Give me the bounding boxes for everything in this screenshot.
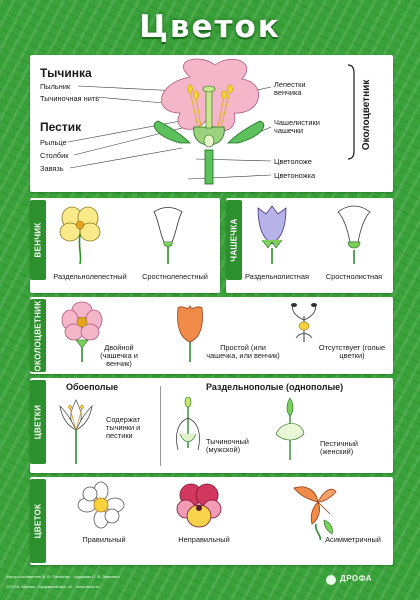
flower-structure-diagram — [67, 58, 355, 185]
corolla-separate-illustration — [59, 206, 101, 265]
footer-credits: Автор-составитель В. В. Пасечник · Худож… — [6, 574, 120, 579]
corolla-card — [30, 198, 220, 293]
label-pistillate: Пестичный (женский) — [320, 439, 359, 456]
label-ovary: Завязь — [40, 164, 64, 173]
irregular-flower-illustration — [176, 483, 222, 528]
tab-sex-label: ЦВЕТКИ — [33, 404, 43, 440]
publisher-logo: ДРОФА — [326, 574, 376, 588]
label-perianth-simple: Простой (или чашечка, или венчик) — [206, 343, 280, 360]
label-perianth-double: Двойной (чашечка и венчик) — [100, 343, 138, 368]
tab-corolla: ВЕНЧИК — [30, 200, 46, 280]
tab-corolla-label: ВЕНЧИК — [33, 222, 43, 258]
perianth-absent-illustration — [291, 303, 317, 342]
label-irregular: Неправильный — [178, 535, 230, 544]
label-perianth-absent: Отсутствует (голые цветки) — [318, 343, 386, 360]
label-calyx-separate: Раздельнолистная — [244, 272, 310, 281]
staminate-flower-illustration — [176, 396, 200, 451]
structure-card: Тычинка Пыльник Тычиночная нить Пестик Р… — [30, 55, 393, 192]
label-pedicel: Цветоножка — [274, 171, 316, 180]
label-corolla-separate: Раздельнолепестный — [53, 272, 127, 281]
label-stigma: Рыльце — [40, 138, 67, 147]
bisexual-flower-illustration — [59, 399, 93, 464]
footer-address: 127018, Москва, Сущевский вал, 49 · www.… — [6, 584, 100, 589]
label-regular: Правильный — [82, 535, 126, 544]
tab-perianth-label: ОКОЛОЦВЕТНИК — [33, 300, 43, 371]
heading-unisexual: Раздельнополые (однополые) — [206, 382, 344, 392]
label-staminate: Тычиночный (мужской) — [206, 437, 249, 454]
publisher-logo-icon — [326, 575, 336, 585]
calyx-fused-illustration — [337, 205, 371, 264]
heading-bisexual: Обоеполые — [66, 382, 119, 392]
label-perianth: Околоцветник — [360, 69, 374, 161]
tab-perianth: ОКОЛОЦВЕТНИК — [30, 299, 46, 372]
pistillate-flower-illustration — [275, 397, 305, 460]
publisher-name: ДРОФА — [340, 574, 373, 583]
corolla-fused-illustration — [153, 207, 183, 264]
label-style: Столбик — [40, 151, 69, 160]
tab-calyx-label: ЧАШЕЧКА — [229, 218, 239, 262]
calyx-separate-illustration — [257, 205, 287, 264]
label-calyx-fused: Сростнолистная — [325, 272, 383, 281]
perianth-simple-illustration — [177, 304, 203, 362]
sex-card — [30, 378, 393, 473]
poster-title: Цветок — [139, 9, 281, 45]
label-pistil: Пестик — [40, 120, 82, 134]
label-anther: Пыльник — [40, 82, 71, 91]
tab-symmetry: ЦВЕТОК — [30, 479, 46, 563]
tab-calyx: ЧАШЕЧКА — [226, 200, 242, 280]
label-asymmetric: Асимметричный — [325, 535, 381, 544]
label-corolla-fused: Сростнолепестный — [142, 272, 208, 281]
perianth-double-illustration — [61, 301, 103, 362]
label-perianth-text: Околоцветник — [360, 79, 372, 151]
label-sepals: Чашелистики чашечки — [274, 118, 320, 135]
tab-sex: ЦВЕТКИ — [30, 380, 46, 464]
tab-symmetry-label: ЦВЕТОК — [33, 503, 43, 539]
label-petals: Лепестки венчика — [274, 80, 306, 97]
label-bisexual: Содержат тычинки и пестики — [106, 415, 141, 440]
label-stamen: Тычинка — [40, 66, 92, 80]
label-filament: Тычиночная нить — [40, 94, 100, 103]
regular-flower-illustration — [77, 481, 125, 529]
sex-divider — [160, 386, 161, 466]
label-receptacle: Цветоложе — [274, 157, 312, 166]
asymmetric-flower-illustration — [293, 486, 337, 541]
